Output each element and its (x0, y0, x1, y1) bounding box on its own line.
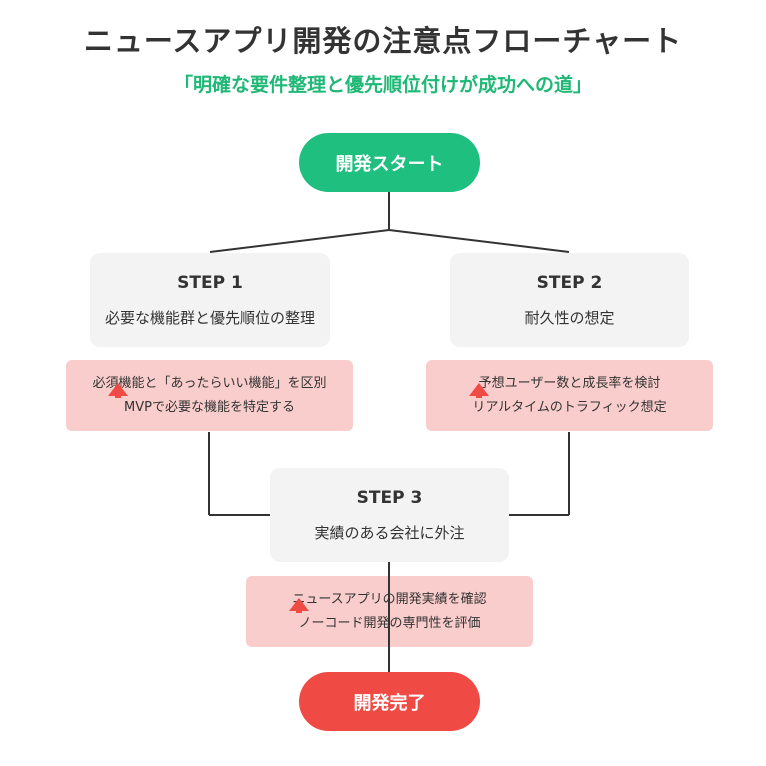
start-label: 開発スタート (335, 153, 444, 175)
end-node: 開発完了 (299, 672, 480, 731)
step-1-box: STEP 1 必要な機能群と優先順位の整理 (90, 253, 330, 347)
arrow-up-icon-stem (115, 395, 121, 398)
connector-branch-left (209, 229, 390, 253)
page-subtitle: 「明確な要件整理と優先順位付けが成功への道」 (173, 74, 592, 96)
arrow-up-icon-stem (296, 610, 302, 613)
connector-branch-right (388, 229, 570, 253)
step-1-desc: 必要な機能群と優先順位の整理 (104, 308, 315, 327)
step-1-title: STEP 1 (177, 272, 243, 293)
end-label: 開発完了 (353, 692, 426, 714)
step-2-note-1: 予想ユーザー数と成長率を検討 (478, 375, 661, 391)
step-1-note-2: MVPで必要な機能を特定する (124, 399, 295, 415)
step-2-desc: 耐久性の想定 (524, 308, 615, 327)
step-2-title: STEP 2 (536, 272, 603, 293)
step-3-desc: 実績のある会社に外注 (314, 523, 465, 542)
step-2-box: STEP 2 耐久性の想定 (450, 253, 689, 347)
step-1-note-1: 必須機能と「あったらいい機能」を区別 (92, 375, 327, 391)
step-3-box: STEP 3 実績のある会社に外注 (270, 468, 509, 562)
arrow-up-icon (108, 383, 128, 396)
arrow-up-icon-stem (476, 395, 482, 398)
arrow-up-icon (289, 598, 309, 611)
step-2-notes: 予想ユーザー数と成長率を検討 リアルタイムのトラフィック想定 (426, 360, 713, 431)
arrow-up-icon (469, 383, 489, 396)
page-title: ニュースアプリ開発の注意点フローチャート (83, 24, 683, 58)
step-2-note-2: リアルタイムのトラフィック想定 (472, 399, 667, 415)
step-3-title: STEP 3 (356, 487, 423, 508)
start-node: 開発スタート (299, 133, 480, 192)
